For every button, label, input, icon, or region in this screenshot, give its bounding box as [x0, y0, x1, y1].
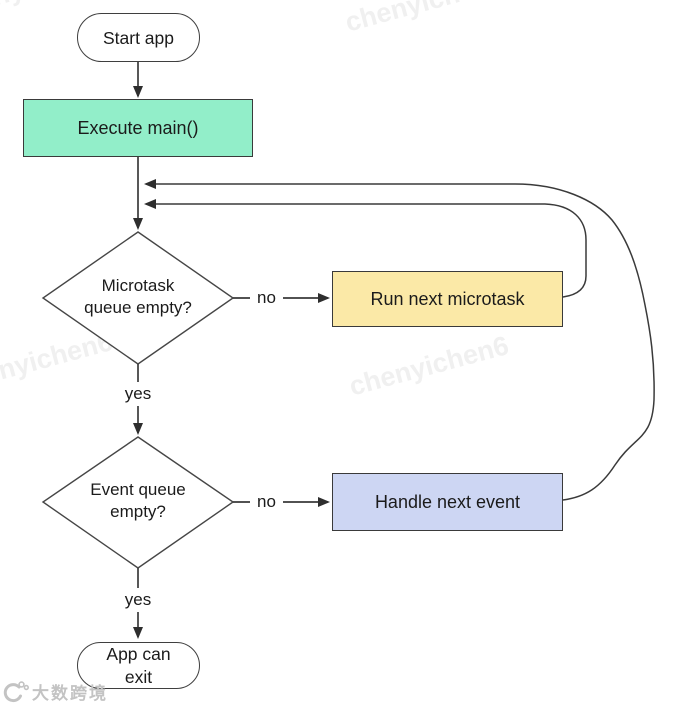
node-execute-main-label: Execute main() [77, 117, 199, 138]
node-handle-event-label: Handle next event [374, 491, 521, 512]
watermark-logo: 大数跨境 [2, 679, 108, 704]
node-execute-main: Execute main() [23, 99, 253, 157]
watermark-logo-text: 大数跨境 [32, 684, 108, 703]
watermark-logo-icon [3, 680, 29, 702]
node-app-exit: App can exit [77, 642, 200, 689]
edge-label-event-no: no [250, 491, 283, 513]
node-start-label: Start app [102, 27, 175, 48]
edge-label-event-yes: yes [118, 588, 158, 612]
node-handle-event: Handle next event [332, 473, 563, 531]
edge-microtask-loopback [144, 199, 587, 298]
node-run-microtask: Run next microtask [332, 271, 563, 327]
node-microtask-check-label: Microtask queue empty? [84, 276, 192, 317]
edge-label-microtask-no: no [250, 287, 283, 309]
node-start: Start app [77, 13, 200, 62]
node-event-check-label: Event queue empty? [90, 480, 186, 521]
edge-label-microtask-yes: yes [118, 382, 158, 406]
edge-event-loopback [144, 179, 655, 501]
node-run-microtask-label: Run next microtask [370, 288, 525, 309]
node-app-exit-label: App can exit [106, 643, 171, 687]
